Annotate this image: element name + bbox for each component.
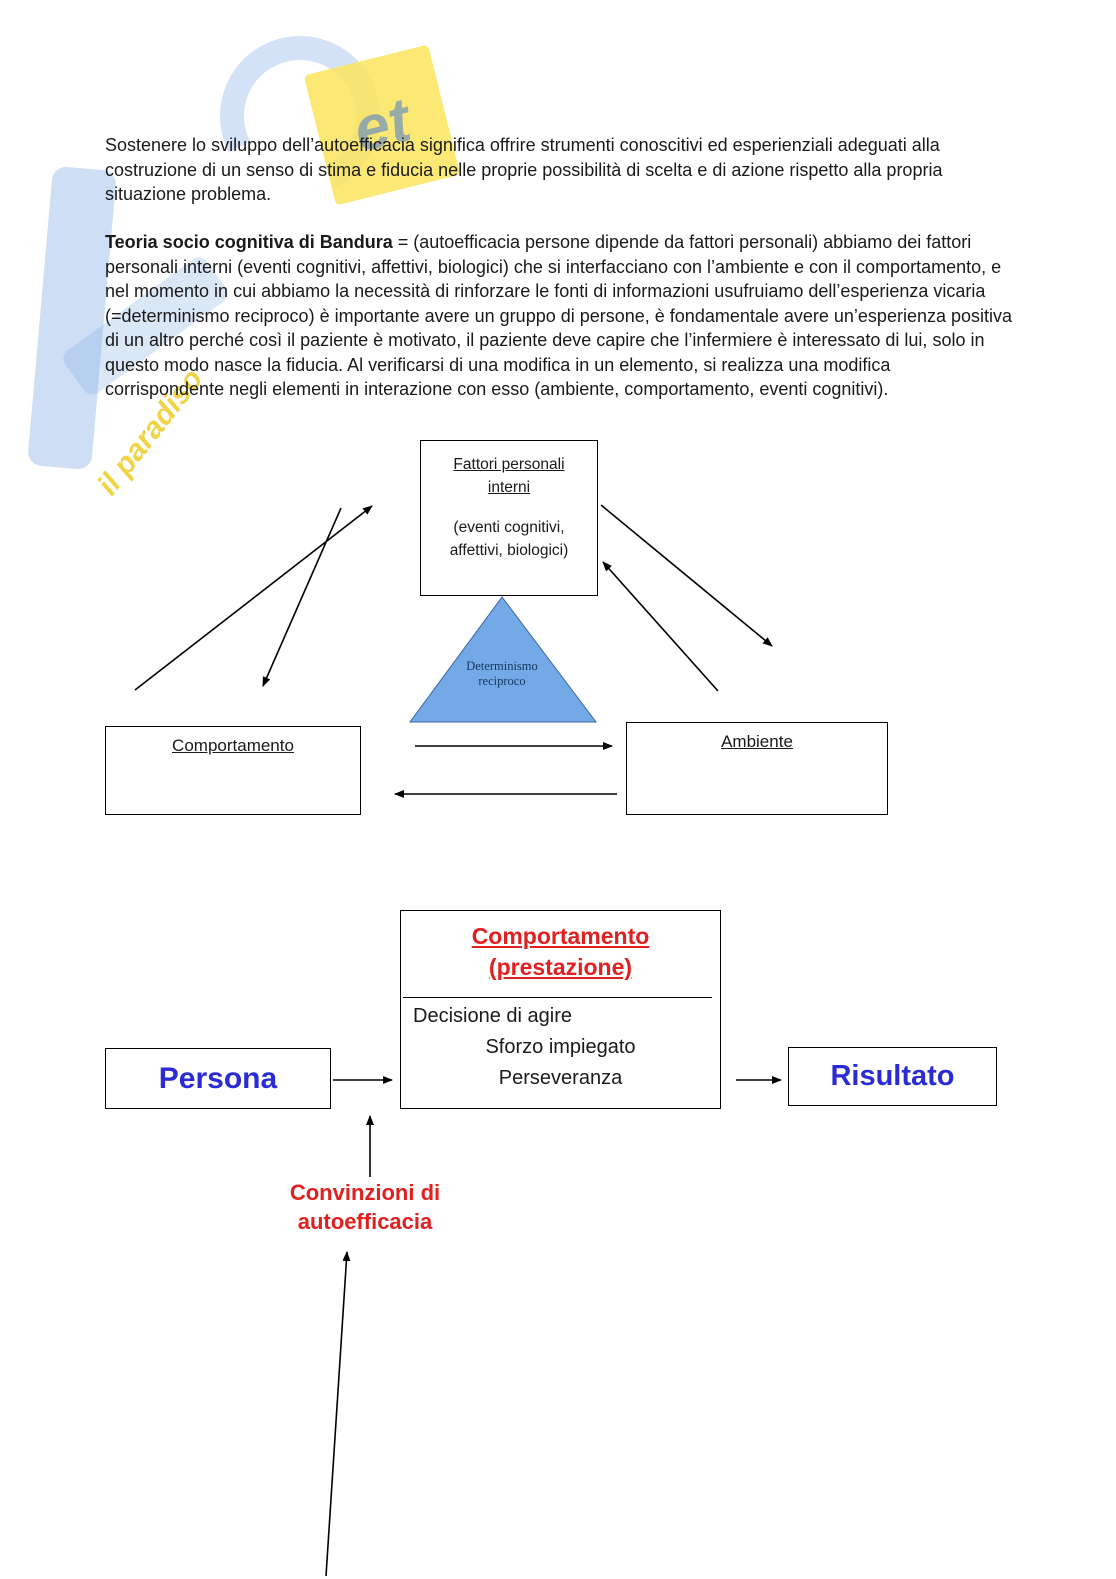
- divider-line: [403, 997, 712, 998]
- bandura-paragraph: Teoria socio cognitiva di Bandura = (aut…: [105, 230, 1013, 402]
- determinismo-label-line2: reciproco: [478, 674, 526, 688]
- prestazione-item: Decisione di agire: [413, 1005, 572, 1027]
- fattori-title-line2: interni: [487, 479, 531, 496]
- prestazione-title-line1: Comportamento: [471, 923, 650, 949]
- convinzioni-line2: autoefficacia: [297, 1209, 433, 1234]
- arrow-bottom-to-convinzioni: [325, 1251, 351, 1577]
- prestazione-item: Sforzo impiegato: [485, 1036, 636, 1058]
- arrow-fattori-to-comportamento: [262, 507, 342, 687]
- arrow-ambiente-to-fattori: [602, 561, 719, 692]
- watermark-letter-shape: [27, 165, 117, 471]
- risultato-box: Risultato: [788, 1047, 997, 1106]
- fattori-sub-line2: affettivi, biologici): [449, 542, 569, 559]
- comportamento-label: Comportamento: [172, 736, 294, 755]
- convinzioni-autoefficacia-label: Convinzioni di autoefficacia: [275, 1178, 455, 1236]
- fattori-title-line1: Fattori personali: [453, 456, 565, 473]
- risultato-label: Risultato: [830, 1060, 955, 1092]
- spacer: [421, 499, 597, 516]
- fattori-personali-box: Fattori personali interni (eventi cognit…: [420, 440, 598, 596]
- convinzioni-line1: Convinzioni di: [289, 1180, 441, 1205]
- determinismo-label-line1: Determinismo: [466, 659, 538, 673]
- comportamento-prestazione-box: Comportamento (prestazione) Decisione di…: [400, 910, 721, 1109]
- intro-paragraph: Sostenere lo sviluppo dell’autoefficacia…: [105, 135, 943, 204]
- prestazione-item: Perseveranza: [498, 1067, 623, 1089]
- arrow-fattori-to-ambiente: [600, 504, 773, 647]
- comportamento-box: Comportamento: [105, 726, 361, 815]
- ambiente-box: Ambiente: [626, 722, 888, 815]
- arrow-comportamento-to-fattori: [134, 505, 373, 691]
- bandura-body: = (autoefficacia persone dipende da fatt…: [105, 232, 1013, 399]
- persona-box: Persona: [105, 1048, 331, 1109]
- bandura-heading: Teoria socio cognitiva di Bandura: [105, 232, 393, 252]
- persona-label: Persona: [158, 1061, 278, 1095]
- prestazione-title-line2: (prestazione): [488, 954, 633, 980]
- fattori-sub-line1: (eventi cognitivi,: [453, 519, 565, 536]
- determinismo-label: Determinismo reciproco: [432, 659, 572, 689]
- ambiente-label: Ambiente: [721, 732, 793, 751]
